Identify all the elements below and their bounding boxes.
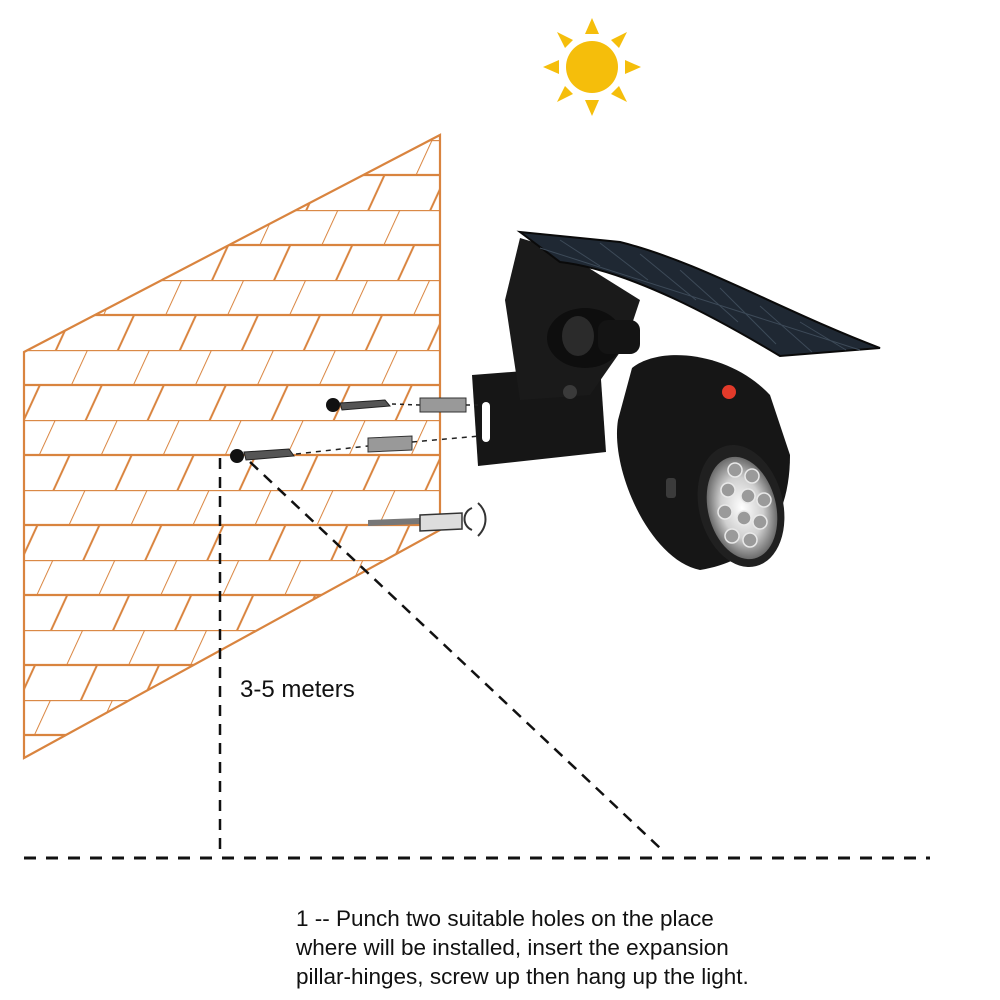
screwdriver-icon bbox=[368, 502, 487, 537]
hardware bbox=[230, 397, 487, 537]
lamp-head bbox=[616, 355, 790, 570]
solar-panel bbox=[516, 230, 881, 358]
instruction-line-1: 1 -- Punch two suitable holes on the pla… bbox=[296, 906, 714, 931]
solar-spotlight bbox=[472, 230, 881, 570]
measurement-lines bbox=[24, 458, 930, 860]
instruction-text: 1 -- Punch two suitable holes on the pla… bbox=[296, 904, 816, 991]
indicator-light bbox=[722, 385, 736, 399]
instruction-line-3: pillar-hinges, screw up then hang up the… bbox=[296, 964, 749, 989]
height-label: 3-5 meters bbox=[240, 676, 355, 703]
instruction-line-2: where will be installed, insert the expa… bbox=[296, 935, 729, 960]
mounting-bracket bbox=[472, 238, 640, 466]
sun-icon bbox=[543, 18, 641, 116]
